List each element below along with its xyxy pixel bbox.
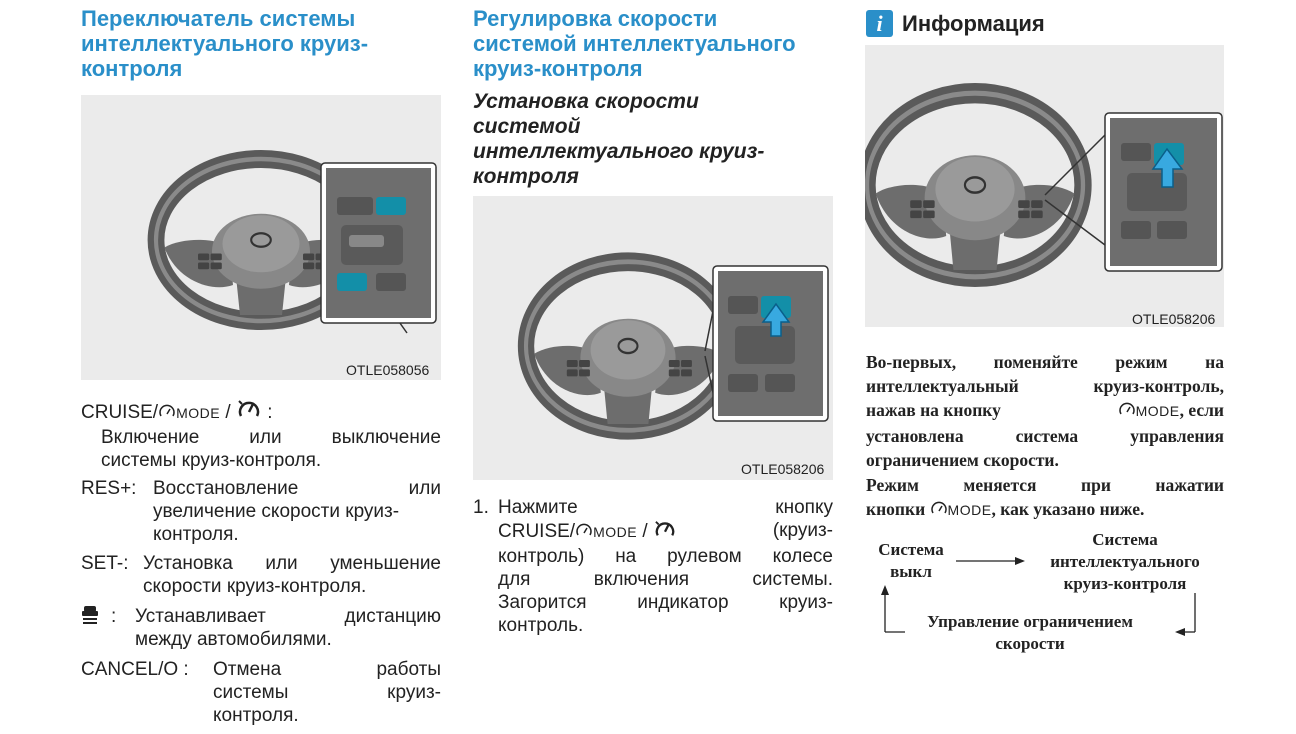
- info-mode-line: нажав на кнопку MODE, если: [866, 398, 1224, 424]
- figure-code-3: OTLE058206: [1132, 311, 1216, 327]
- figure-code-2: OTLE058206: [741, 461, 825, 477]
- distance-item: : Устанавливает дистанцию между автомоби…: [81, 605, 441, 651]
- mode-off-label: Система выкл: [878, 540, 944, 581]
- step-1: 1. Нажмите кнопку CRUISE/MODE / (круиз- …: [473, 497, 833, 636]
- mode-cycle-arrows: [881, 557, 1196, 636]
- mode-speed-limit-label: Управление ограничением скорости: [927, 612, 1133, 653]
- info-header: i Информация: [866, 10, 1045, 37]
- mode-smart-cruise-label: Система интеллектуального круиз-контроля: [1050, 530, 1200, 593]
- cruise-item: CRUISE/MODE / : Включение или выключение…: [81, 398, 441, 472]
- cruise-speedometer-icon: [653, 519, 677, 545]
- info-icon: i: [866, 10, 893, 37]
- info-mode-line-2: кнопки MODE, как указано ниже.: [866, 497, 1224, 523]
- set-item: SET-: Установка или уменьшение скорости …: [81, 553, 441, 597]
- switch-section-title: Переключатель системы интеллектуального …: [81, 6, 369, 81]
- cancel-description: Отмена работы системы круиз- контроля.: [213, 659, 441, 726]
- vehicle-distance-icon: [81, 605, 99, 631]
- cancel-item: CANCEL/O : Отмена работы системы круиз- …: [81, 659, 441, 726]
- steering-wheel-illustration: [473, 196, 829, 480]
- steering-wheel-figure-2: [473, 196, 833, 480]
- smart-cruise-icon: [575, 522, 593, 545]
- speed-setting-subtitle: Установка скорости системой интеллектуал…: [473, 90, 765, 188]
- distance-label: :: [81, 605, 135, 651]
- cruise-label-line: CRUISE/MODE / :: [81, 398, 441, 426]
- set-description: Установка или уменьшение скорости круиз-…: [143, 553, 441, 597]
- res-description: Восстановление или увеличение скорости к…: [153, 478, 441, 545]
- steering-wheel-illustration: [865, 45, 1223, 327]
- steering-wheel-figure-3: [865, 45, 1224, 327]
- speed-section-title: Регулировка скорости системой интеллекту…: [473, 6, 796, 81]
- step-1-button-line: CRUISE/MODE / (круиз-: [498, 519, 833, 545]
- smart-cruise-icon: [1118, 400, 1136, 424]
- smart-cruise-icon: [930, 499, 948, 523]
- steering-wheel-illustration: [81, 95, 437, 334]
- step-1-text: Нажмите кнопку CRUISE/MODE / (круиз- кон…: [498, 497, 833, 636]
- cruise-speedometer-icon: [236, 398, 262, 426]
- info-paragraph-1: Во-первых, поменяйте режим на интеллекту…: [866, 352, 1224, 470]
- smart-cruise-icon: [158, 403, 176, 426]
- figure-code-1: OTLE058056: [346, 362, 430, 378]
- distance-description: Устанавливает дистанцию между автомобиля…: [135, 606, 441, 650]
- steering-wheel-figure-1: [81, 95, 441, 380]
- info-paragraph-2: Режим меняется при нажатии кнопки MODE, …: [866, 473, 1224, 523]
- res-item: RES+: Восстановление или увеличение скор…: [81, 478, 441, 545]
- info-title: Информация: [902, 10, 1045, 36]
- mode-cycle-diagram: Система выкл Система интеллектуального к…: [860, 525, 1230, 660]
